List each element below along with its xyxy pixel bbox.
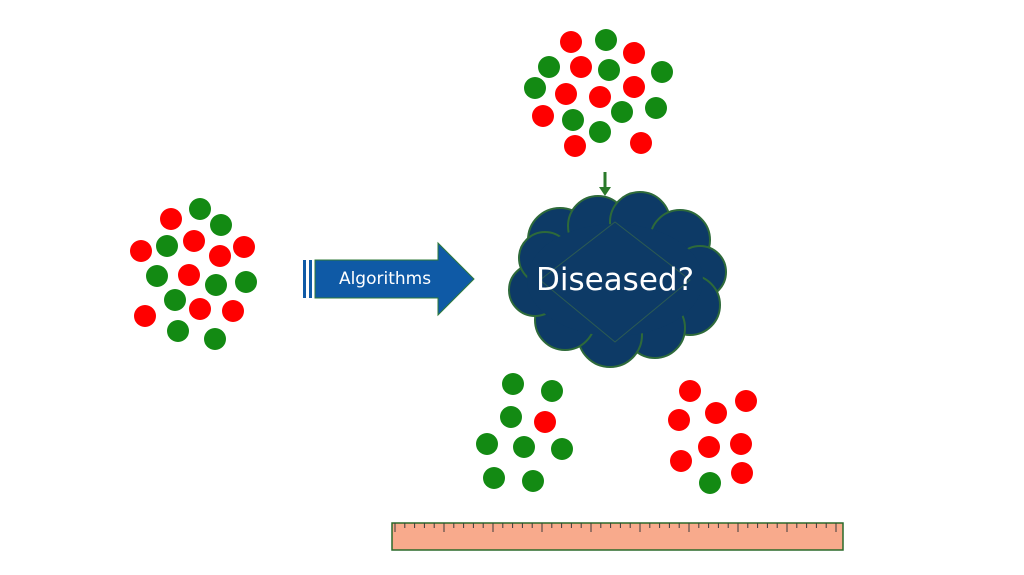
healthy-group-cluster: [476, 373, 573, 492]
red-dot: [623, 76, 645, 98]
green-dot: [589, 121, 611, 143]
red-dot: [560, 31, 582, 53]
red-dot: [679, 380, 701, 402]
red-dot: [209, 245, 231, 267]
green-dot: [483, 467, 505, 489]
red-dot: [183, 230, 205, 252]
green-dot: [156, 235, 178, 257]
green-dot: [167, 320, 189, 342]
mixed-sample-cluster: [130, 198, 257, 350]
red-dot: [534, 411, 556, 433]
green-dot: [189, 198, 211, 220]
green-dot: [476, 433, 498, 455]
red-dot: [570, 56, 592, 78]
green-dot: [502, 373, 524, 395]
green-dot: [538, 56, 560, 78]
red-dot: [735, 390, 757, 412]
diseased-cloud: [508, 191, 727, 368]
green-dot: [551, 438, 573, 460]
green-dot: [562, 109, 584, 131]
red-dot: [670, 450, 692, 472]
red-dot: [698, 436, 720, 458]
incoming-sample-cluster: [524, 29, 673, 157]
red-dot: [705, 402, 727, 424]
down-arrow-icon: [599, 172, 611, 196]
green-dot: [611, 101, 633, 123]
red-dot: [730, 433, 752, 455]
green-dot: [235, 271, 257, 293]
red-dot: [731, 462, 753, 484]
diseased-group-cluster: [668, 380, 757, 494]
green-dot: [699, 472, 721, 494]
green-dot: [513, 436, 535, 458]
red-dot: [532, 105, 554, 127]
green-dot: [210, 214, 232, 236]
red-dot: [555, 83, 577, 105]
green-dot: [204, 328, 226, 350]
algorithms-arrow: [303, 241, 475, 317]
red-dot: [222, 300, 244, 322]
red-dot: [160, 208, 182, 230]
green-dot: [541, 380, 563, 402]
red-dot: [130, 240, 152, 262]
algorithms-label: Algorithms: [338, 269, 432, 289]
diseased-question-label: Diseased?: [535, 262, 695, 298]
green-dot: [500, 406, 522, 428]
green-dot: [598, 59, 620, 81]
green-dot: [595, 29, 617, 51]
ruler: [391, 522, 844, 551]
red-dot: [178, 264, 200, 286]
red-dot: [189, 298, 211, 320]
red-dot: [134, 305, 156, 327]
green-dot: [522, 470, 544, 492]
green-dot: [651, 61, 673, 83]
green-dot: [524, 77, 546, 99]
red-dot: [623, 42, 645, 64]
red-dot: [630, 132, 652, 154]
red-dot: [668, 409, 690, 431]
green-dot: [645, 97, 667, 119]
green-dot: [146, 265, 168, 287]
green-dot: [164, 289, 186, 311]
green-dot: [205, 274, 227, 296]
red-dot: [233, 236, 255, 258]
red-dot: [589, 86, 611, 108]
red-dot: [564, 135, 586, 157]
